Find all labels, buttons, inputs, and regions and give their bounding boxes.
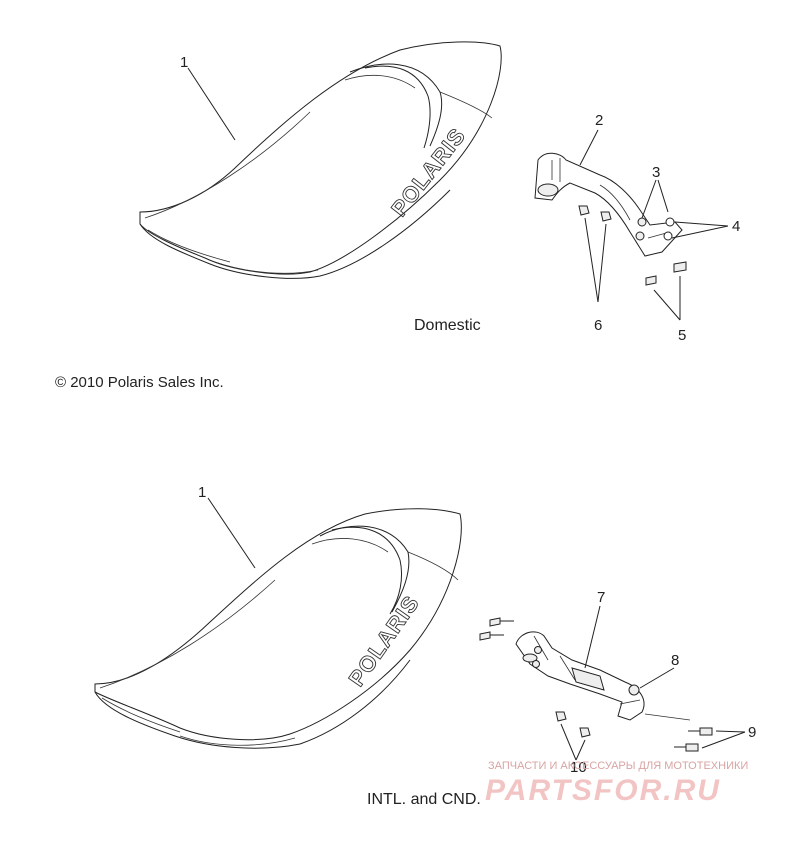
svg-text:4: 4 — [732, 218, 740, 235]
domestic-nut-6 — [578, 205, 612, 222]
svg-text:8: 8 — [671, 652, 679, 669]
domestic-nut-3a — [635, 217, 647, 241]
svg-text:10: 10 — [570, 759, 587, 776]
copyright-notice: © 2010 Polaris Sales Inc. — [55, 374, 224, 391]
watermark-tagline: ЗАПЧАСТИ И АКСЕССУАРЫ ДЛЯ МОТОТЕХНИКИ — [488, 760, 748, 772]
callout-5: 5 — [653, 276, 686, 344]
callout-10: 10 — [560, 723, 587, 776]
domestic-washer-4 — [663, 217, 675, 241]
intl-bolt-left — [479, 617, 542, 668]
intl-caption: INTL. and CND. — [367, 791, 481, 808]
svg-text:6: 6 — [594, 317, 602, 334]
watermark: ЗАПЧАСТИ И АКСЕССУАРЫ ДЛЯ МОТОТЕХНИКИ PA… — [485, 760, 748, 807]
domestic-caption: Domestic — [414, 317, 481, 334]
callout-1-intl: 1 — [198, 484, 256, 569]
intl-seat-bracket — [515, 631, 645, 721]
domestic-seat-logo: POLARIS — [386, 123, 470, 221]
domestic-seat-bracket — [534, 152, 683, 257]
intl-seat: POLARIS — [94, 508, 462, 749]
intl-nut-8 — [628, 684, 640, 696]
callout-3: 3 — [641, 164, 669, 219]
svg-text:3: 3 — [652, 164, 660, 181]
intl-nut-10 — [555, 711, 591, 738]
callout-6: 6 — [584, 217, 607, 334]
callout-4: 4 — [671, 218, 740, 239]
svg-text:2: 2 — [595, 112, 603, 129]
callout-7: 7 — [584, 589, 605, 669]
svg-text:1: 1 — [198, 484, 206, 501]
callout-8: 8 — [639, 652, 679, 689]
callout-9: 9 — [701, 724, 756, 749]
callout-2: 2 — [579, 112, 603, 166]
callout-1-domestic: 1 — [180, 54, 236, 141]
svg-text:1: 1 — [180, 54, 188, 71]
domestic-bolt-5 — [645, 261, 687, 286]
watermark-brand: PARTSFOR.RU — [485, 774, 721, 807]
intl-bolt-9 — [644, 713, 713, 752]
svg-text:7: 7 — [597, 589, 605, 606]
svg-text:5: 5 — [678, 327, 686, 344]
svg-text:9: 9 — [748, 724, 756, 741]
